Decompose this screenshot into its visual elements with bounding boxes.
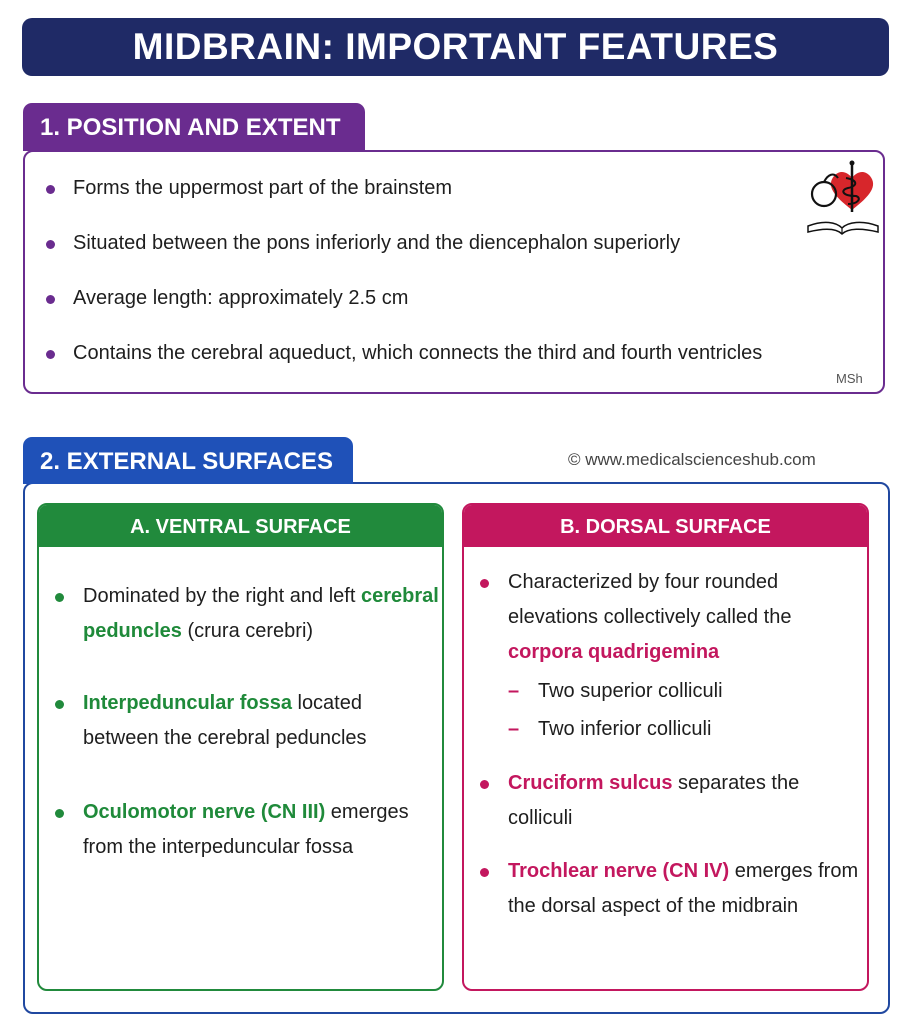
copyright-text: © www.medicalscienceshub.com (568, 450, 816, 469)
bullet-icon (46, 185, 55, 194)
medical-heart-logo-icon (804, 158, 880, 238)
bullet-icon (46, 240, 55, 249)
bullet-icon (55, 700, 64, 709)
sub-list-item: – Two superior colliculi (464, 672, 867, 710)
bullet-icon (46, 350, 55, 359)
external-surfaces-box (23, 482, 890, 1014)
dash-icon: – (508, 680, 520, 702)
list-item: Situated between the pons inferiorly and… (44, 227, 844, 282)
dorsal-surface-heading: B. DORSAL SURFACE (464, 505, 867, 547)
bullet-icon (55, 593, 64, 602)
bullet-icon (480, 868, 489, 877)
ventral-surface-panel: A. VENTRAL SURFACE Dominated by the righ… (37, 503, 444, 991)
list-item: Cruciform sulcus separates the colliculi (464, 766, 867, 836)
external-surfaces-heading: 2. EXTERNAL SURFACES (23, 437, 353, 484)
list-item: Interpeduncular fossa located between th… (39, 686, 442, 756)
list-item: Average length: approximately 2.5 cm (44, 282, 844, 337)
sub-list-item: – Two inferior colliculi (464, 710, 867, 748)
list-item: Trochlear nerve (CN IV) emerges from the… (464, 854, 867, 924)
page-title: MIDBRAIN: IMPORTANT FEATURES (22, 18, 889, 76)
ventral-surface-heading: A. VENTRAL SURFACE (39, 505, 442, 547)
watermark-text: MSh (836, 371, 863, 386)
list-item: Forms the uppermost part of the brainste… (44, 172, 844, 227)
dash-icon: – (508, 718, 520, 740)
list-item: Characterized by four rounded elevations… (464, 565, 867, 670)
list-item: Dominated by the right and left cerebral… (39, 579, 442, 649)
bullet-icon (480, 780, 489, 789)
bullet-icon (46, 295, 55, 304)
position-section-box (23, 150, 885, 394)
list-item: Oculomotor nerve (CN III) emerges from t… (39, 795, 442, 865)
bullet-icon (480, 579, 489, 588)
dorsal-surface-panel: B. DORSAL SURFACE Characterized by four … (462, 503, 869, 991)
bullet-icon (55, 809, 64, 818)
position-section-heading: 1. POSITION AND EXTENT (23, 103, 365, 151)
position-list: Forms the uppermost part of the brainste… (44, 172, 844, 392)
list-item: Contains the cerebral aqueduct, which co… (44, 337, 844, 392)
